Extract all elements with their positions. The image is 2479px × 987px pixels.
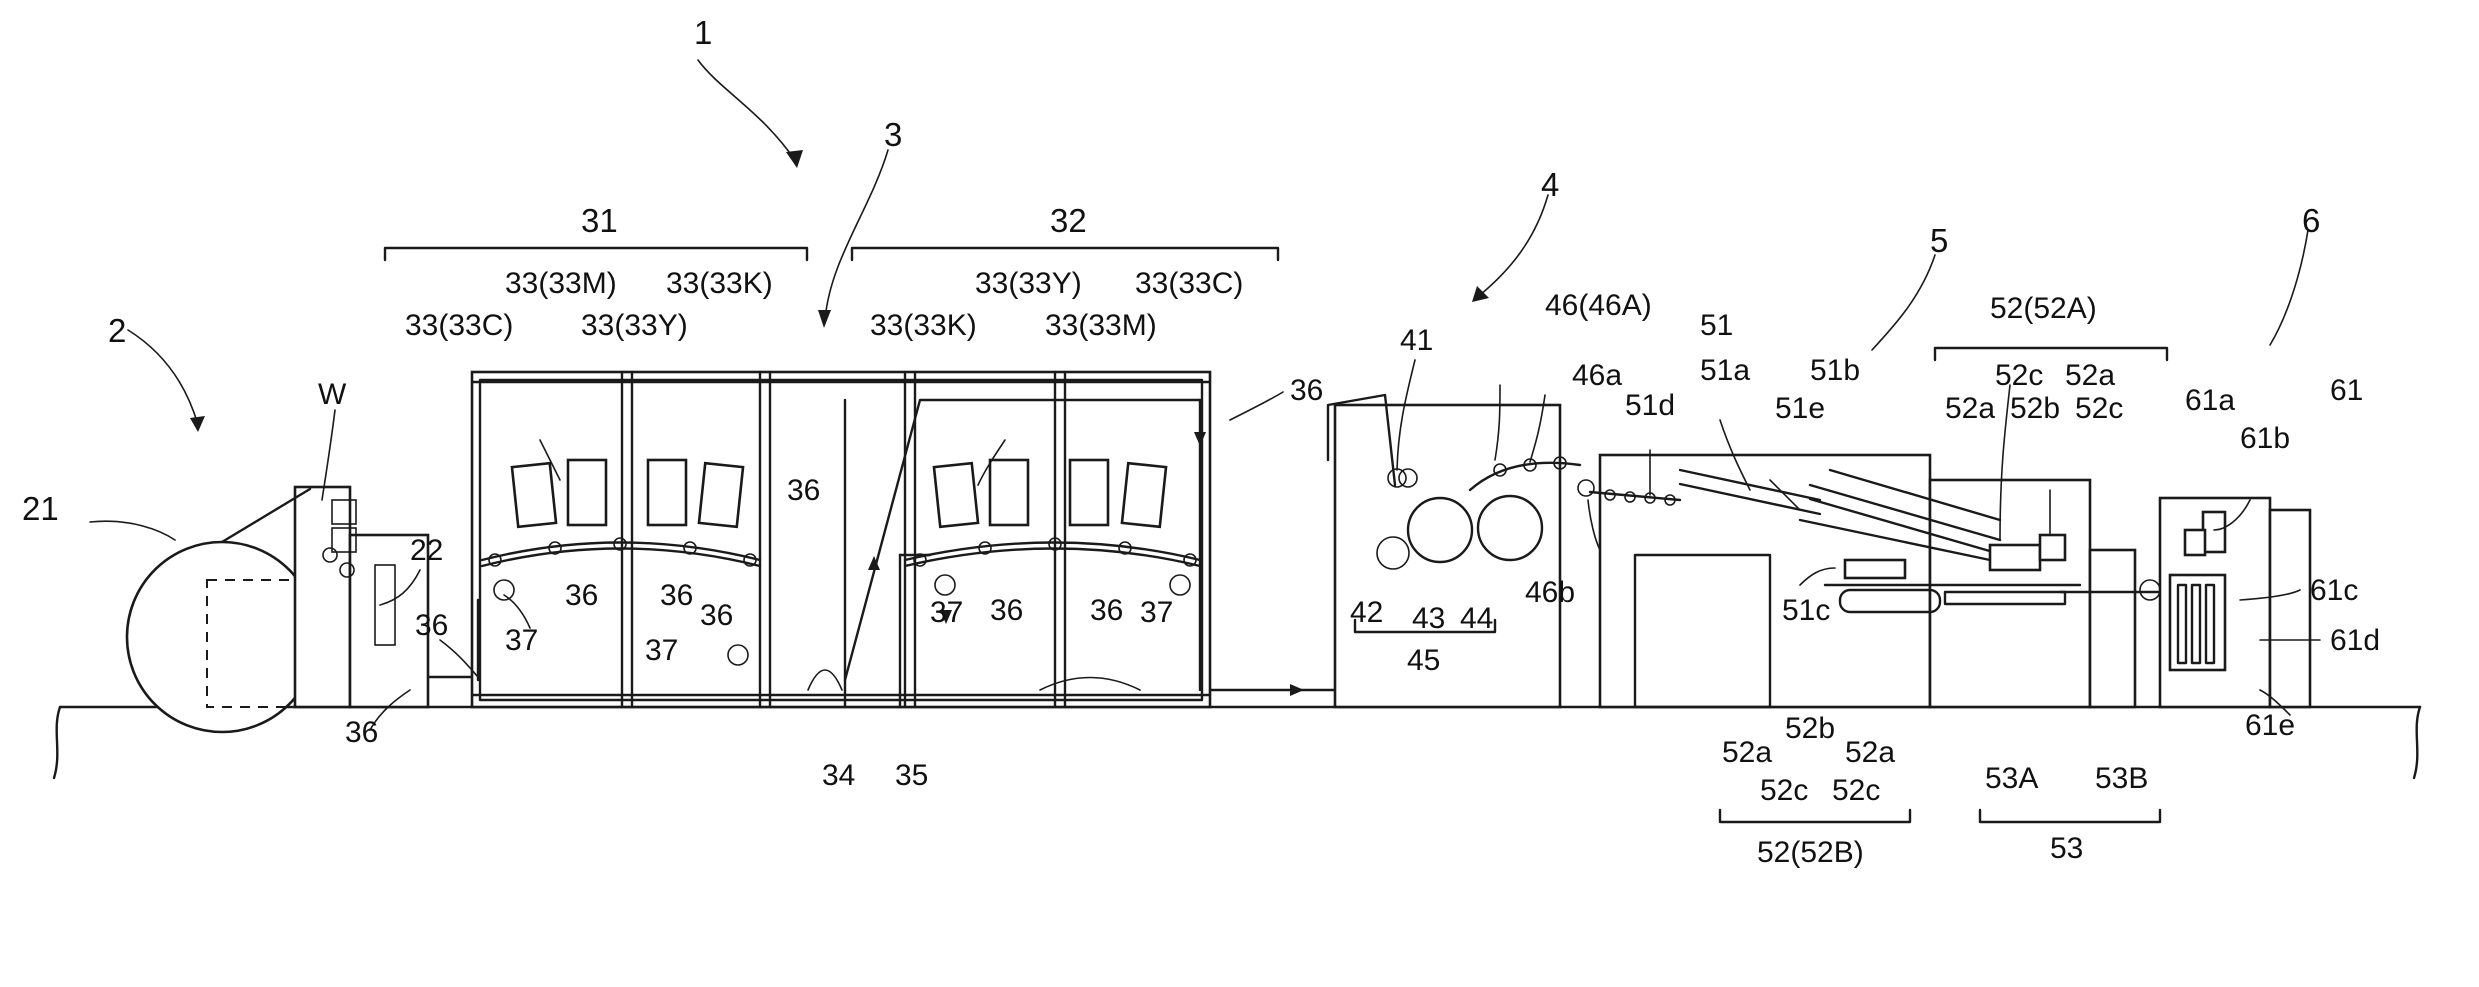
- label-33c-second: 33(33C): [1135, 267, 1243, 300]
- label-36: 36: [345, 716, 378, 749]
- label-36: 36: [700, 599, 733, 632]
- label-46a: 46a: [1572, 359, 1622, 392]
- label-61d: 61d: [2330, 624, 2380, 657]
- floor: [54, 707, 2420, 778]
- post-processing-unit: [1328, 395, 1594, 707]
- label-52a: 52a: [1845, 736, 1895, 769]
- label-41: 41: [1400, 324, 1433, 357]
- label-52c: 52c: [2075, 392, 2123, 425]
- label-36: 36: [565, 579, 598, 612]
- label-61e: 61e: [2245, 709, 2295, 742]
- label-33c-first: 33(33C): [405, 309, 513, 342]
- label-52b: 52b: [2010, 392, 2060, 425]
- label-52-52a: 52(52A): [1990, 292, 2097, 325]
- label-61b: 61b: [2240, 422, 2290, 455]
- label-42: 42: [1350, 596, 1383, 629]
- label-36: 36: [990, 594, 1023, 627]
- label-51c: 51c: [1782, 594, 1830, 627]
- label-52a: 52a: [1945, 392, 1995, 425]
- label-33k-first: 33(33K): [666, 267, 773, 300]
- print-head-33y-second: [990, 460, 1028, 525]
- label-52a: 52a: [1722, 736, 1772, 769]
- label-46-46a: 46(46A): [1545, 289, 1652, 322]
- label-22: 22: [410, 534, 443, 567]
- label-61: 61: [2330, 374, 2363, 407]
- label-53b: 53B: [2095, 762, 2148, 795]
- cutting-unit: [1590, 455, 2180, 707]
- label-61c: 61c: [2310, 574, 2358, 607]
- label-52a: 52a: [2065, 359, 2115, 392]
- label-33y-second: 33(33Y): [975, 267, 1082, 300]
- label-32: 32: [1050, 202, 1087, 239]
- label-3: 3: [884, 116, 902, 153]
- label-1: 1: [694, 14, 712, 51]
- print-head-33m-first: [568, 460, 606, 525]
- label-36: 36: [1290, 374, 1323, 407]
- print-head-33y-first: [648, 460, 686, 525]
- printing-unit-frame: [472, 372, 1210, 707]
- label-52c: 52c: [1995, 359, 2043, 392]
- label-53: 53: [2050, 832, 2083, 865]
- label-35: 35: [895, 759, 928, 792]
- label-W: W: [318, 378, 347, 411]
- print-head-33k-first: [699, 463, 743, 527]
- label-51e: 51e: [1775, 392, 1825, 425]
- label-33m-second: 33(33M): [1045, 309, 1157, 342]
- label-34: 34: [822, 759, 855, 792]
- label-21: 21: [22, 490, 59, 527]
- print-head-33c-second: [1122, 463, 1166, 527]
- label-36: 36: [787, 474, 820, 507]
- feeder-frame: [295, 487, 350, 707]
- label-46b: 46b: [1525, 576, 1575, 609]
- label-45: 45: [1407, 644, 1440, 677]
- paper-roll: [127, 542, 317, 732]
- label-43: 43: [1412, 602, 1445, 635]
- label-52c: 52c: [1832, 774, 1880, 807]
- print-head-33m-second: [1070, 460, 1108, 525]
- label-2: 2: [108, 312, 126, 349]
- label-52-52b: 52(52B): [1757, 836, 1864, 869]
- label-61a: 61a: [2185, 384, 2235, 417]
- label-53a: 53A: [1985, 762, 2038, 795]
- label-52b: 52b: [1785, 712, 1835, 745]
- label-51d: 51d: [1625, 389, 1675, 422]
- label-51: 51: [1700, 309, 1733, 342]
- label-51b: 51b: [1810, 354, 1860, 387]
- label-6: 6: [2302, 202, 2320, 239]
- label-33k-second: 33(33K): [870, 309, 977, 342]
- label-31: 31: [581, 202, 618, 239]
- label-51a: 51a: [1700, 354, 1750, 387]
- label-36: 36: [1090, 594, 1123, 627]
- label-37: 37: [645, 634, 678, 667]
- print-head-33k-second: [934, 463, 978, 527]
- label-5: 5: [1930, 222, 1948, 259]
- stacker-unit: [2140, 498, 2310, 707]
- label-37: 37: [930, 596, 963, 629]
- label-36: 36: [660, 579, 693, 612]
- label-52c: 52c: [1760, 774, 1808, 807]
- label-37: 37: [505, 624, 538, 657]
- print-head-33c-first: [512, 463, 556, 527]
- label-33m-first: 33(33M): [505, 267, 617, 300]
- label-4: 4: [1541, 166, 1559, 203]
- label-33y-first: 33(33Y): [581, 309, 688, 342]
- label-44: 44: [1460, 602, 1493, 635]
- label-36: 36: [415, 609, 448, 642]
- label-37: 37: [1140, 596, 1173, 629]
